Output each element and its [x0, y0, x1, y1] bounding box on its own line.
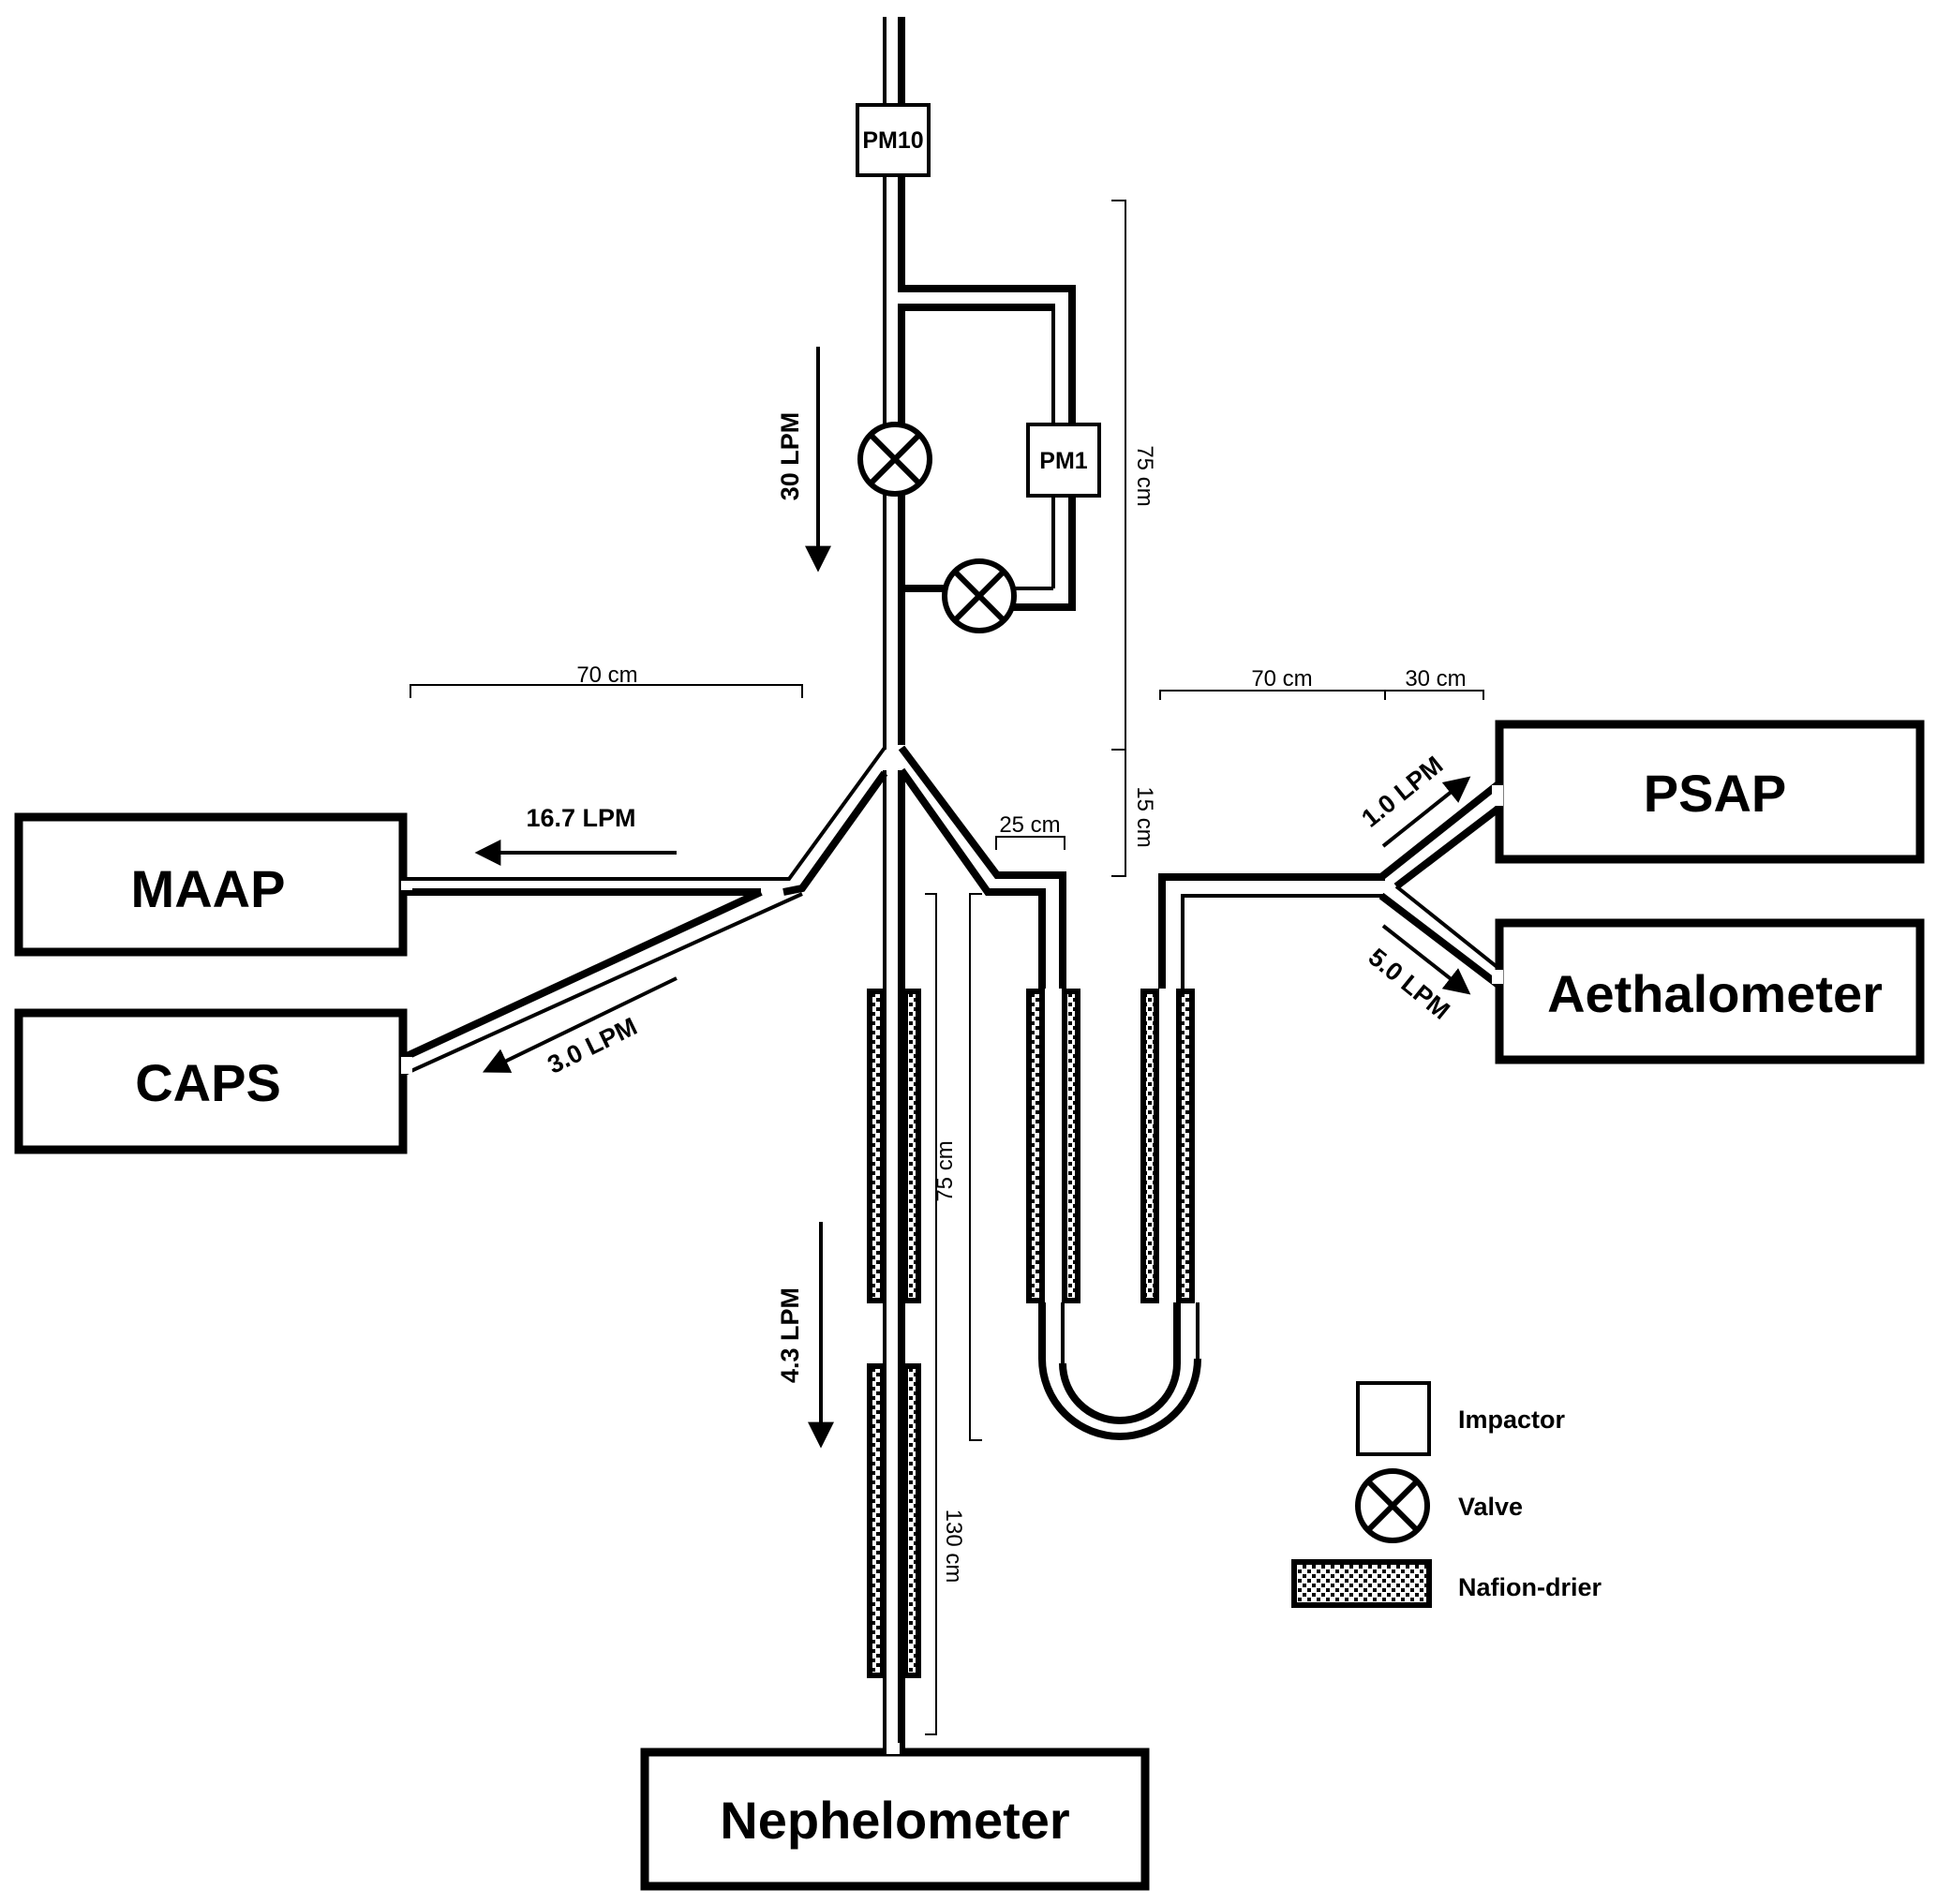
splitter-tubes — [403, 745, 1066, 1750]
aethalometer-label: Aethalometer — [1547, 964, 1883, 1023]
caps-label: CAPS — [135, 1053, 281, 1112]
valve-icon[interactable] — [942, 558, 1017, 633]
dim-u-tube-width-label: 25 cm — [999, 812, 1060, 838]
flow-aethalometer: 5.0 LPM — [1363, 924, 1471, 1025]
nafion-drier-icon — [1291, 1559, 1432, 1608]
dim-right-extension-label: 30 cm — [1405, 666, 1466, 692]
legend-valve: Valve — [1355, 1468, 1523, 1543]
legend-impactor-label: Impactor — [1458, 1406, 1566, 1434]
dim-u-tube-width: 25 cm — [995, 812, 1065, 850]
flow-inlet: 30 LPM — [776, 347, 831, 573]
dim-right-horizontal: 70 cm 30 cm — [1159, 666, 1484, 700]
maap-label: MAAP — [131, 859, 286, 918]
flow-inlet-label: 30 LPM — [776, 412, 804, 501]
valve-icon[interactable] — [857, 422, 932, 497]
dim-neph-line-label: 130 cm — [941, 1510, 966, 1584]
pm10-impactor: PM10 — [856, 103, 931, 177]
flow-psap-label: 1.0 LPM — [1356, 751, 1448, 833]
flow-caps-label: 3.0 LPM — [544, 1012, 642, 1079]
u-tube — [1038, 780, 1502, 1440]
impactor-icon — [1356, 1381, 1431, 1456]
dim-upper-vertical: 75 cm 15 cm — [1111, 200, 1157, 877]
psap-instrument[interactable]: PSAP — [1492, 720, 1925, 864]
aethalometer-instrument[interactable]: Aethalometer — [1492, 918, 1925, 1064]
flow-nephelometer: 4.3 LPM — [776, 1222, 834, 1449]
legend-valve-label: Valve — [1458, 1493, 1523, 1521]
dim-drier-section: 75 cm — [932, 893, 982, 1441]
pm1-impactor: PM1 — [1026, 423, 1101, 498]
maap-instrument[interactable]: MAAP — [14, 812, 412, 957]
flow-maap-label: 16.7 LPM — [526, 804, 635, 832]
legend-nafion-label: Nafion-drier — [1458, 1573, 1602, 1601]
psap-label: PSAP — [1644, 764, 1787, 823]
valve-icon — [1355, 1468, 1430, 1543]
dim-upper-vertical-label: 75 cm — [1132, 445, 1157, 506]
nephelometer-instrument[interactable]: Nephelometer — [640, 1743, 1150, 1891]
flow-aethalometer-label: 5.0 LPM — [1363, 943, 1455, 1025]
flow-maap: 16.7 LPM — [474, 804, 677, 866]
nafion-drier — [1026, 989, 1080, 1303]
pm10-label: PM10 — [862, 127, 923, 154]
dim-neph-line: 130 cm — [925, 893, 966, 1735]
dim-left-horizontal-label: 70 cm — [576, 662, 637, 688]
nafion-drier — [1140, 989, 1195, 1303]
legend-nafion: Nafion-drier — [1291, 1559, 1602, 1608]
nafion-drier — [867, 1363, 921, 1678]
flow-psap: 1.0 LPM — [1356, 751, 1471, 848]
dim-left-horizontal: 70 cm — [410, 662, 803, 698]
pm1-label: PM1 — [1039, 448, 1088, 474]
flow-nephelometer-label: 4.3 LPM — [776, 1287, 804, 1383]
nephelometer-label: Nephelometer — [720, 1791, 1069, 1850]
legend-impactor: Impactor — [1356, 1381, 1566, 1456]
nafion-drier — [867, 989, 921, 1303]
caps-instrument[interactable]: CAPS — [14, 1008, 412, 1154]
legend: Impactor Valve Nafion-drier — [1291, 1381, 1602, 1608]
dim-right-horizontal-label: 70 cm — [1251, 666, 1312, 692]
dim-lower-vertical-label: 15 cm — [1132, 786, 1157, 847]
